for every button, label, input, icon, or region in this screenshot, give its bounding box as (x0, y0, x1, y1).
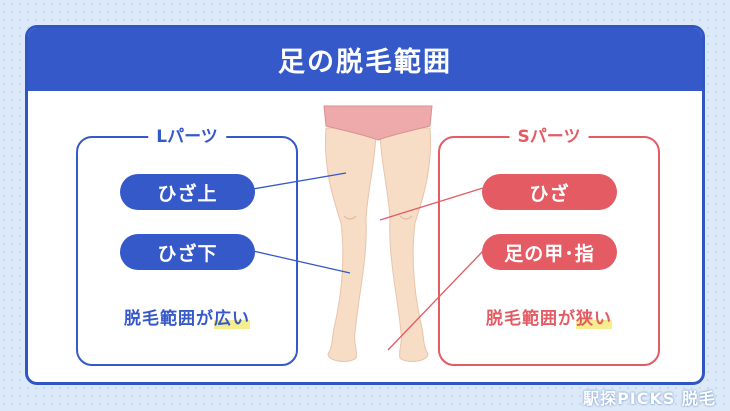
knee-pill: ひざ (482, 174, 617, 210)
l-parts-summary: 脱毛範囲が広い (78, 304, 296, 329)
l-summary-highlight: 広い (214, 309, 250, 329)
connector-foot (387, 250, 484, 351)
connector-above-knee (252, 172, 347, 190)
s-parts-panel: Sパーツ ひざ 足の甲･指 脱毛範囲が狭い (438, 124, 660, 366)
page-title: 足の脱毛範囲 (28, 28, 702, 91)
foot-toes-pill: 足の甲･指 (482, 234, 617, 270)
left-leg-shape (379, 127, 432, 362)
leg-hair-removal-card: 足の脱毛範囲 Lパーツ ひざ上 ひざ下 脱毛範囲が広い Sパーツ ひざ 足の甲･… (25, 25, 705, 385)
s-parts-summary: 脱毛範囲が狭い (440, 304, 658, 329)
s-summary-text: 脱毛範囲が (486, 309, 576, 329)
above-knee-pill: ひざ上 (120, 174, 255, 210)
connector-knee (379, 187, 484, 221)
s-summary-highlight: 狭い (576, 309, 612, 329)
s-parts-heading: Sパーツ (509, 124, 589, 150)
underwear-shape (323, 105, 433, 141)
legs-illustration (252, 105, 484, 362)
connector-below-knee (252, 250, 351, 274)
l-parts-heading: Lパーツ (148, 124, 226, 150)
l-summary-text: 脱毛範囲が (124, 309, 214, 329)
brand-text: 駅探PICKS 脱毛 (583, 389, 716, 408)
brand-logo: 駅探PICKS 脱毛 (583, 385, 716, 409)
l-parts-panel: Lパーツ ひざ上 ひざ下 脱毛範囲が広い (76, 124, 298, 366)
below-knee-pill: ひざ下 (120, 234, 255, 270)
right-leg-shape (324, 127, 377, 362)
